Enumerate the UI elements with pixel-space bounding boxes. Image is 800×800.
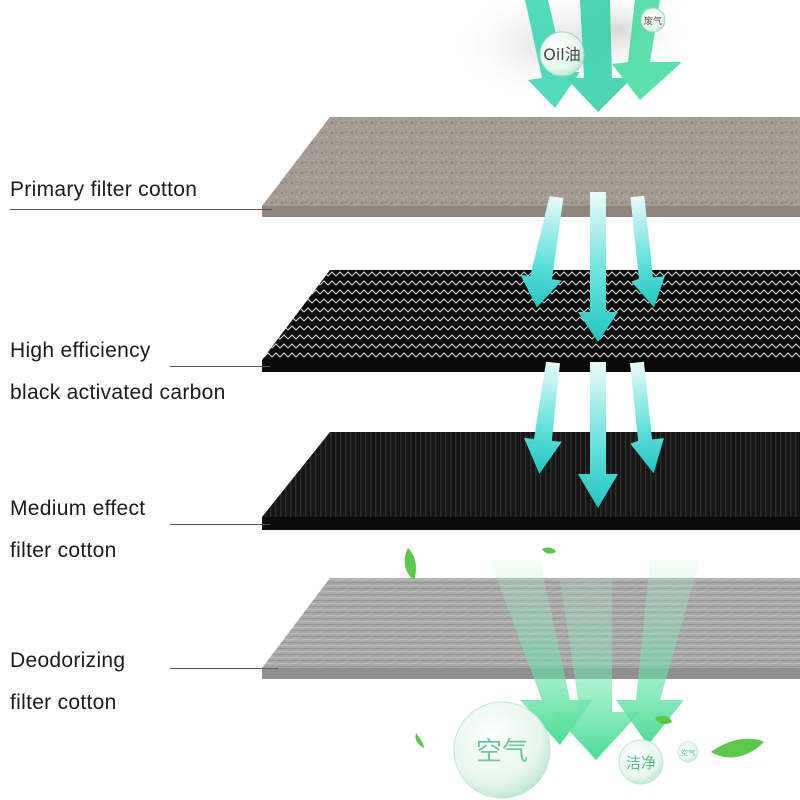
bubble-icon [677, 741, 699, 763]
air-small-bubble: 空气 [677, 741, 699, 763]
carbon-filter-label-line1: High efficiency [10, 339, 151, 362]
bubble-icon [640, 7, 666, 33]
leaf-icon [711, 738, 764, 758]
deodorizing-filter-label: Deodorizing filter cotton [10, 640, 125, 724]
air-bubble: 空气 [453, 701, 551, 799]
leaf-icon [404, 548, 416, 580]
carbon-filter-label: High efficiency black activated carbon [10, 330, 226, 414]
airflow-arrows-stage-2 [524, 361, 664, 508]
oil-bubble: Oil油 [539, 31, 585, 77]
leaf-decorations [404, 547, 764, 758]
primary-filter-label: Primary filter cotton [10, 178, 197, 202]
medium-effect-filter-edge [262, 517, 800, 530]
waste-gas-bubble-label: 废气 [644, 15, 662, 27]
waste-gas-bubble: 废气 [640, 7, 666, 33]
clean-bubble: 洁净 [618, 739, 664, 785]
air-small-bubble-label: 空气 [681, 748, 695, 757]
activated-carbon-edge [262, 360, 800, 372]
down-arrow-icon [520, 196, 564, 308]
leaf-icon [415, 733, 424, 748]
primary-filter-label-line1: Primary filter cotton [10, 178, 198, 201]
bubble-icon [453, 701, 551, 799]
down-arrow-icon [524, 361, 562, 474]
deodorizing-filter-label-line2: filter cotton [10, 691, 117, 714]
deodorizing-leader-line [170, 668, 278, 669]
clean-bubble-label: 洁净 [626, 754, 656, 772]
primary-leader-line [10, 209, 272, 210]
bubble-icon [618, 739, 664, 785]
carbon-leader-line [170, 366, 270, 367]
medium-filter-label-line2: filter cotton [10, 539, 117, 562]
medium-effect-filter-layer [262, 432, 800, 517]
deodorizing-filter-label-line1: Deodorizing [10, 649, 126, 672]
carbon-filter-label-line2: black activated carbon [10, 381, 226, 404]
primary-filter-cotton-layer [262, 117, 800, 206]
air-bubble-label: 空气 [476, 737, 528, 767]
down-arrow-icon [578, 192, 618, 342]
medium-filter-label-line1: Medium effect [10, 497, 146, 520]
clean-air-arrows [490, 560, 700, 760]
leaf-icon [655, 715, 672, 725]
bubble-icon [539, 31, 585, 77]
oil-bubble-label: Oil油 [543, 45, 581, 64]
down-arrow-icon [629, 361, 664, 474]
primary-filter-cotton-edge [262, 206, 800, 217]
activated-carbon-layer [262, 270, 800, 360]
medium-filter-label: Medium effect filter cotton [10, 488, 145, 572]
medium-leader-line [170, 524, 270, 525]
incoming-air-arrows [525, 0, 682, 112]
leaf-icon [542, 547, 556, 554]
airflow-arrows-stage-1 [520, 192, 665, 342]
down-arrow-icon [630, 195, 665, 308]
down-arrow-icon [578, 362, 618, 508]
